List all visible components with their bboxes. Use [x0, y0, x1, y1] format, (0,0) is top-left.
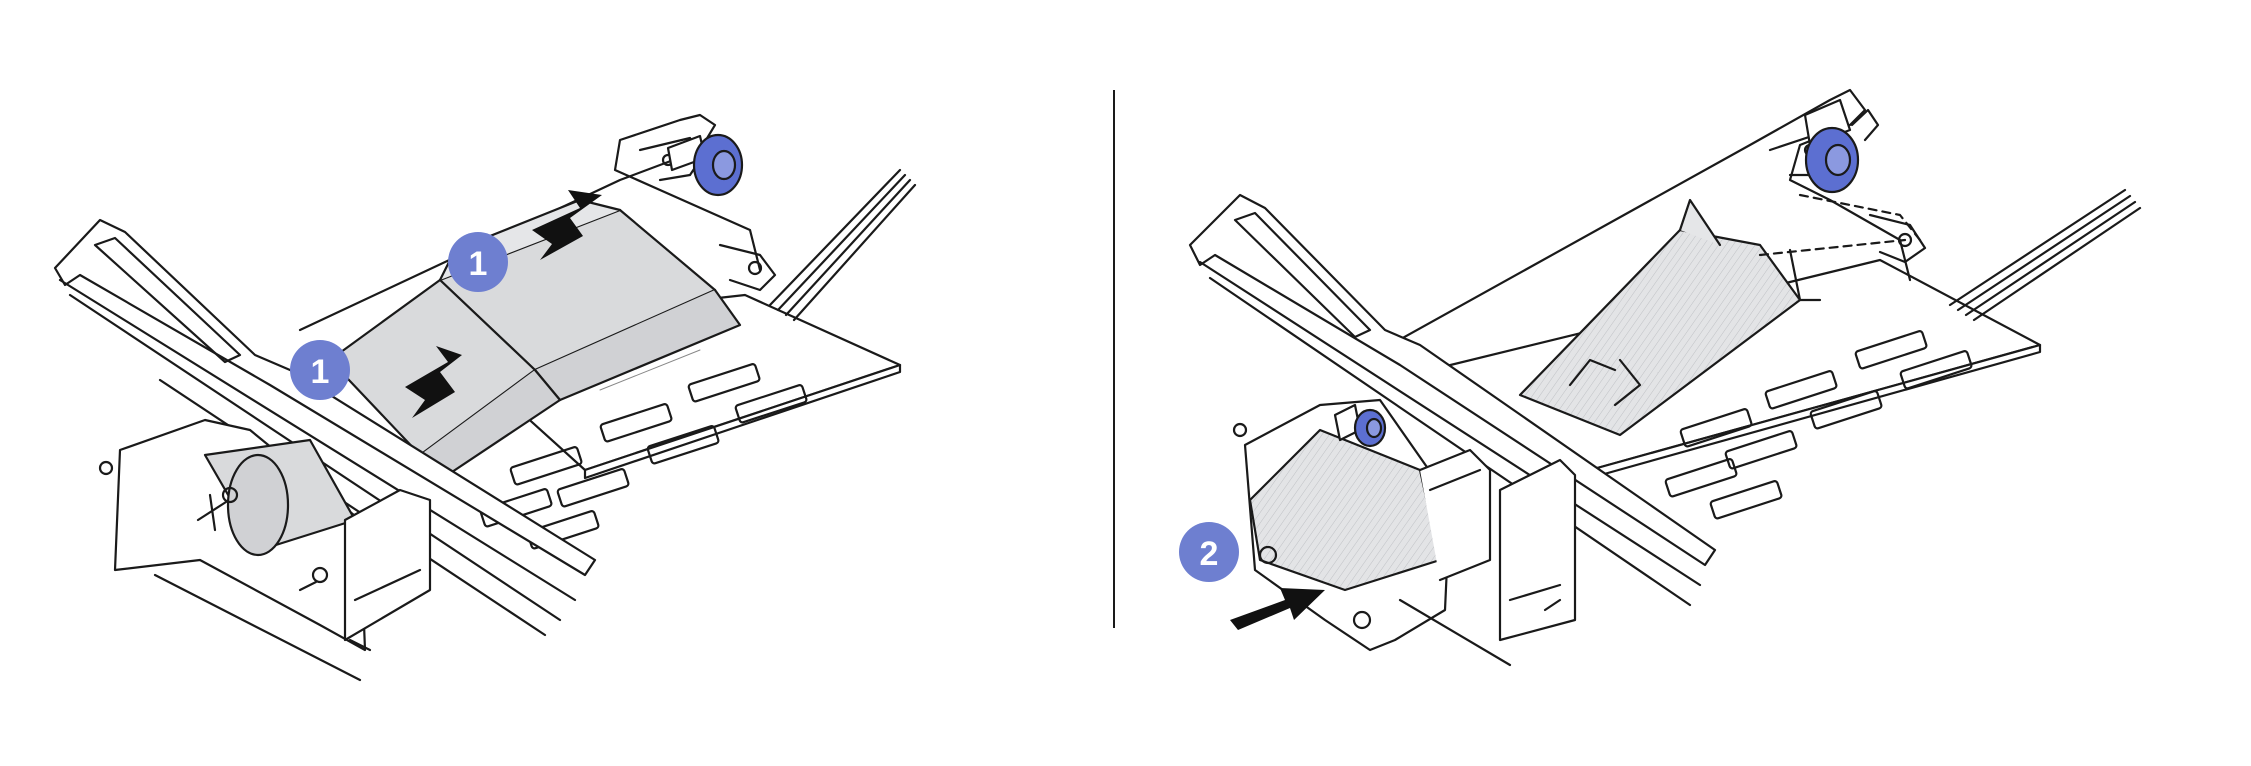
callout-circle [290, 340, 350, 400]
right-panel [1188, 88, 2142, 667]
right-front-thumbscrew [1333, 403, 1387, 448]
left-front-end-plate [98, 418, 432, 682]
callout-number: 2 [1200, 535, 1219, 573]
left-callout-top: 1 [448, 232, 508, 292]
arrow-top [532, 190, 602, 260]
callout-number: 1 [311, 353, 330, 391]
left-cables [768, 168, 917, 322]
right-callout: 2 [1179, 522, 1239, 582]
left-callout-bottom: 1 [290, 340, 350, 400]
callout-number: 1 [469, 245, 488, 283]
callout-circle [448, 232, 508, 292]
arrow-bottom [405, 346, 462, 418]
right-holder-body [1518, 193, 1922, 437]
right-rear-thumbscrew [1803, 98, 1880, 194]
left-panel [53, 113, 917, 682]
right-front-handle [1188, 193, 1717, 607]
right-push-arrow [1230, 588, 1325, 630]
right-front-end-plate [1232, 398, 1577, 667]
right-plate-slots [1664, 330, 1973, 520]
callout-circle [1179, 522, 1239, 582]
left-motion-arrows [405, 190, 602, 418]
right-cables [1948, 188, 2142, 322]
left-thumbscrew [666, 133, 744, 197]
